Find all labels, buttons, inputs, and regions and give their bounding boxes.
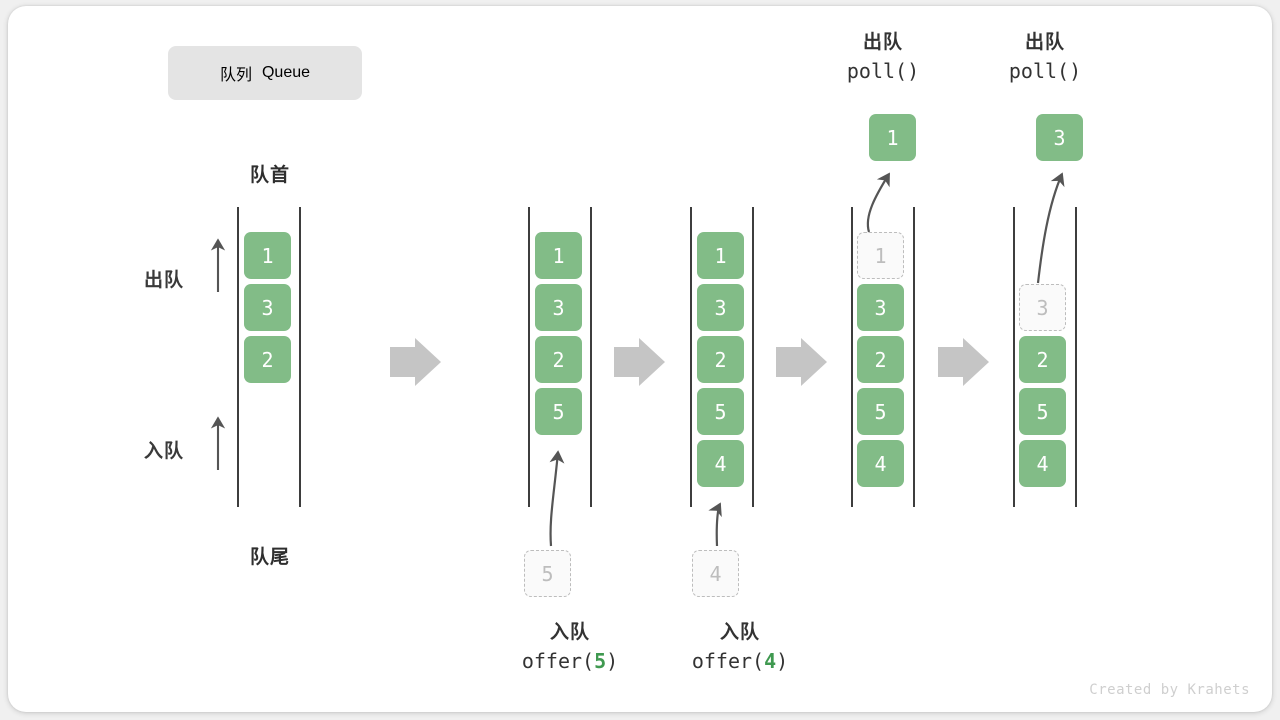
queue-cell: 2	[697, 336, 744, 383]
offer-4-caption-cn: 入队	[719, 622, 760, 643]
queue-cell: 1	[697, 232, 744, 279]
pending-enqueue-cell: 5	[524, 550, 571, 597]
queue-cell-new: 5	[535, 388, 582, 435]
poll-3-caption-cn: 出队	[1024, 32, 1065, 53]
transition-arrow-3	[776, 338, 827, 386]
rail-right-col2	[590, 207, 592, 507]
queue-cell: 3	[244, 284, 291, 331]
queue-cell: 2	[535, 336, 582, 383]
poll-3-caption: 出队 poll()	[950, 30, 1140, 85]
pending-enqueue-cell: 4	[692, 550, 739, 597]
popped-value-cell: 1	[869, 114, 916, 161]
queue-cell: 3	[857, 284, 904, 331]
diagram-stage: 队列 Queue 队首 队尾 出队 入队 1 3 2 1 3 2 5 5 入队 …	[8, 6, 1272, 712]
queue-cell: 3	[697, 284, 744, 331]
dequeue-direction-label: 出队	[144, 270, 185, 291]
rail-right-col5	[1075, 207, 1077, 507]
enqueue-arrow-5	[549, 450, 565, 547]
queue-cell: 1	[535, 232, 582, 279]
enqueue-direction-label: 入队	[144, 441, 185, 462]
offer-5-caption-cn: 入队	[549, 622, 590, 643]
title-chinese: 队列	[219, 67, 252, 84]
queue-cell: 4	[1019, 440, 1066, 487]
offer-4-caption: 入队 offer(4)	[620, 620, 860, 675]
title-badge: 队列 Queue	[168, 46, 362, 100]
queue-cell: 3	[535, 284, 582, 331]
queue-cell: 5	[697, 388, 744, 435]
transition-arrow-2	[614, 338, 665, 386]
enqueue-arrow-4	[708, 502, 722, 547]
poll-1-caption-code: poll()	[846, 58, 920, 83]
transition-arrow-4	[938, 338, 989, 386]
queue-tail-label: 队尾	[249, 547, 290, 568]
offer-4-caption-code: offer(4)	[691, 648, 789, 673]
dequeue-arrow-3	[1036, 172, 1065, 284]
queue-cell: 1	[244, 232, 291, 279]
poll-1-caption: 出队 poll()	[788, 30, 978, 85]
queue-cell-removed: 3	[1019, 284, 1066, 331]
rail-left-col2	[528, 207, 530, 507]
queue-cell: 2	[1019, 336, 1066, 383]
queue-cell: 5	[1019, 388, 1066, 435]
queue-cell: 5	[857, 388, 904, 435]
rail-left-col5	[1013, 207, 1015, 507]
queue-cell-new: 4	[697, 440, 744, 487]
transition-arrow-1	[390, 338, 441, 386]
queue-cell: 4	[857, 440, 904, 487]
rail-left-col4	[851, 207, 853, 507]
queue-head-label: 队首	[249, 165, 290, 186]
rail-right-col3	[752, 207, 754, 507]
offer-5-caption: 入队 offer(5)	[450, 620, 690, 675]
credit-text: Created by Krahets	[1089, 682, 1250, 698]
rail-right-col1	[299, 207, 301, 507]
queue-cell: 2	[857, 336, 904, 383]
rail-left-col3	[690, 207, 692, 507]
arrow-overlay	[210, 172, 1065, 547]
queue-cell: 2	[244, 336, 291, 383]
rail-left-col1	[237, 207, 239, 507]
rail-right-col4	[913, 207, 915, 507]
queue-cell-removed: 1	[857, 232, 904, 279]
offer-5-caption-code: offer(5)	[521, 648, 619, 673]
diagram-card: 队列 Queue 队首 队尾 出队 入队 1 3 2 1 3 2 5 5 入队 …	[8, 6, 1272, 712]
popped-value-cell: 3	[1036, 114, 1083, 161]
title-english: Queue	[261, 64, 311, 81]
poll-3-caption-code: poll()	[1008, 58, 1082, 83]
poll-1-caption-cn: 出队	[862, 32, 903, 53]
dequeue-arrow-1	[866, 172, 890, 233]
